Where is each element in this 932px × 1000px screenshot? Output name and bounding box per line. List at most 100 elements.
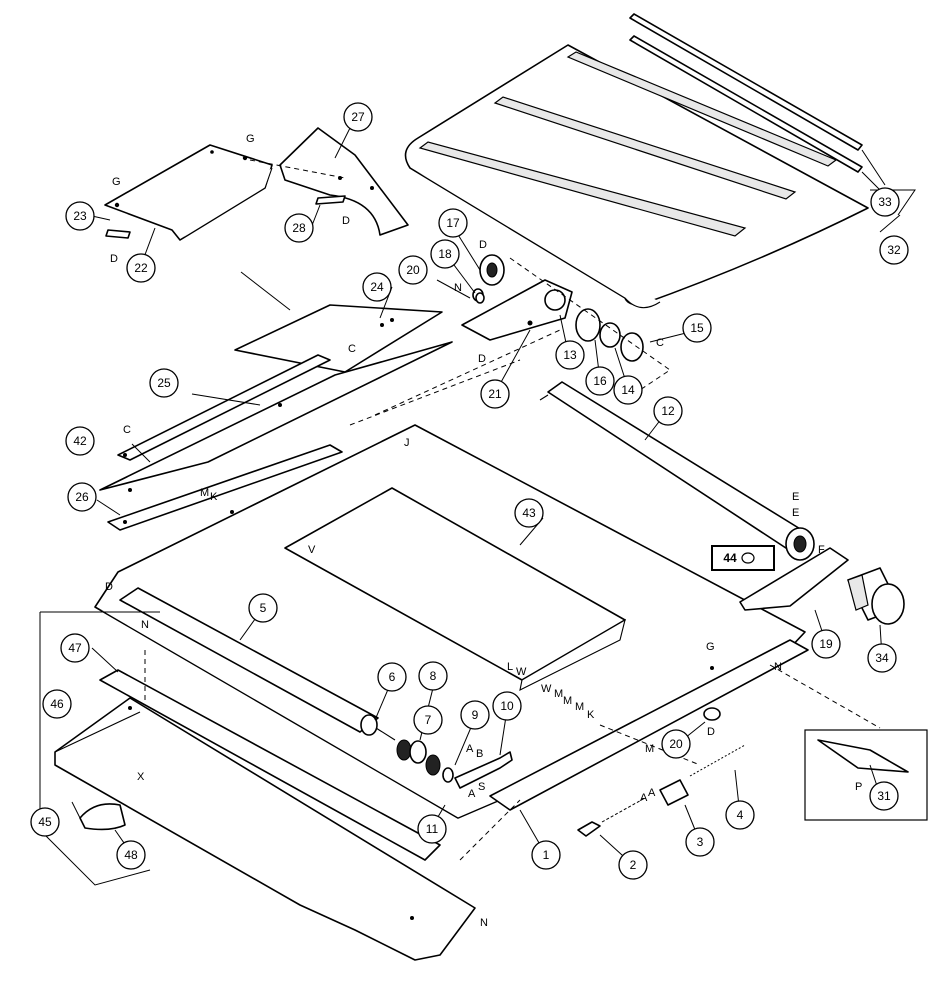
svg-text:5: 5 xyxy=(260,601,267,615)
cover-panel xyxy=(404,44,869,309)
svg-text:16: 16 xyxy=(593,374,607,388)
svg-text:11: 11 xyxy=(426,822,439,836)
callout-19: 19 xyxy=(811,629,841,659)
callout-6: 6 xyxy=(377,662,407,692)
svg-text:10: 10 xyxy=(500,699,514,713)
washer-20-top xyxy=(475,292,485,304)
svg-text:26: 26 xyxy=(75,490,89,504)
letter-g: G xyxy=(706,641,715,653)
callout-43: 43 xyxy=(514,498,544,528)
letter-s: S xyxy=(478,781,485,793)
letter-m: M xyxy=(554,688,563,700)
callout-4: 4 xyxy=(725,800,755,830)
strip-25 xyxy=(117,354,331,461)
callout-48: 48 xyxy=(116,840,146,870)
callout-3: 3 xyxy=(685,827,715,857)
letter-w: W xyxy=(541,683,552,695)
svg-text:20: 20 xyxy=(669,737,683,751)
svg-text:22: 22 xyxy=(134,261,148,275)
svg-text:34: 34 xyxy=(875,651,889,665)
bracket-13 xyxy=(461,279,573,341)
svg-text:24: 24 xyxy=(370,280,384,294)
plate-31 xyxy=(817,739,909,773)
letter-g: G xyxy=(112,176,121,188)
callout-7: 7 xyxy=(413,705,443,735)
letter-m: M xyxy=(563,695,572,707)
strip-42 xyxy=(99,341,453,492)
callout-15: 15 xyxy=(682,313,712,343)
callout-44-box xyxy=(711,545,775,571)
letter-c: C xyxy=(348,343,356,355)
callout-10: 10 xyxy=(492,691,522,721)
letter-l: L xyxy=(507,661,513,673)
roller-5 xyxy=(119,587,396,741)
bracket-19 xyxy=(739,547,849,611)
washer-20 xyxy=(703,707,721,721)
svg-text:18: 18 xyxy=(438,247,452,261)
letter-c: C xyxy=(656,337,664,349)
bearing-14 xyxy=(599,322,621,348)
letter-d: D xyxy=(105,581,113,593)
plate-28 xyxy=(315,195,346,205)
callout-21: 21 xyxy=(480,379,510,409)
svg-text:32: 32 xyxy=(887,243,901,257)
callout-31: 31 xyxy=(869,781,899,811)
flange-15 xyxy=(620,332,644,362)
svg-text:23: 23 xyxy=(73,209,87,223)
letter-m: M xyxy=(645,743,654,755)
callout-46: 46 xyxy=(42,689,72,719)
svg-text:33: 33 xyxy=(878,195,892,209)
svg-text:25: 25 xyxy=(157,376,171,390)
callout-12: 12 xyxy=(653,396,683,426)
callout-22: 22 xyxy=(126,253,156,283)
callout-11: 11 xyxy=(417,814,447,844)
callout-34: 34 xyxy=(867,643,897,673)
svg-text:2: 2 xyxy=(630,858,637,872)
callout-1: 1 xyxy=(531,840,561,870)
reference-letters: G G G D D D D D D N N N N C C C E E F J … xyxy=(105,133,862,929)
svg-text:15: 15 xyxy=(690,321,704,335)
side-rails xyxy=(629,13,863,173)
callout-26: 26 xyxy=(67,482,97,512)
motor-34 xyxy=(847,567,905,625)
svg-text:13: 13 xyxy=(563,348,577,362)
svg-text:19: 19 xyxy=(819,637,833,651)
svg-text:43: 43 xyxy=(522,506,536,520)
letter-w: W xyxy=(516,666,527,678)
letter-d: D xyxy=(342,215,350,227)
callout-13: 13 xyxy=(555,340,585,370)
svg-text:28: 28 xyxy=(292,221,306,235)
letter-d: D xyxy=(110,253,118,265)
letter-a: A xyxy=(466,743,474,755)
callout-42: 42 xyxy=(65,426,95,456)
letter-n: N xyxy=(480,917,488,929)
callout-2: 2 xyxy=(618,850,648,880)
svg-text:20: 20 xyxy=(406,263,420,277)
svg-text:14: 14 xyxy=(621,383,635,397)
callout-20-top: 20 xyxy=(398,255,428,285)
svg-text:8: 8 xyxy=(430,669,437,683)
letter-e: E xyxy=(792,507,799,519)
letter-n: N xyxy=(454,282,462,294)
callout-16: 16 xyxy=(585,366,615,396)
callout-20-bottom: 20 xyxy=(661,729,691,759)
svg-text:7: 7 xyxy=(425,713,432,727)
svg-text:6: 6 xyxy=(389,670,396,684)
svg-text:9: 9 xyxy=(472,708,479,722)
letter-p: P xyxy=(855,781,862,793)
svg-text:27: 27 xyxy=(351,110,365,124)
belt-43 xyxy=(284,487,626,691)
roller-12 xyxy=(539,381,815,561)
letter-k: K xyxy=(210,491,218,503)
svg-text:3: 3 xyxy=(697,835,704,849)
svg-text:31: 31 xyxy=(877,789,891,803)
callout-32: 32 xyxy=(879,235,909,265)
svg-text:21: 21 xyxy=(488,387,502,401)
clip-48 xyxy=(79,803,126,831)
letter-v: V xyxy=(308,544,316,556)
flange-16 xyxy=(575,308,601,342)
letter-k: K xyxy=(587,709,595,721)
tray-45 xyxy=(54,697,476,961)
letter-e: E xyxy=(792,491,799,503)
